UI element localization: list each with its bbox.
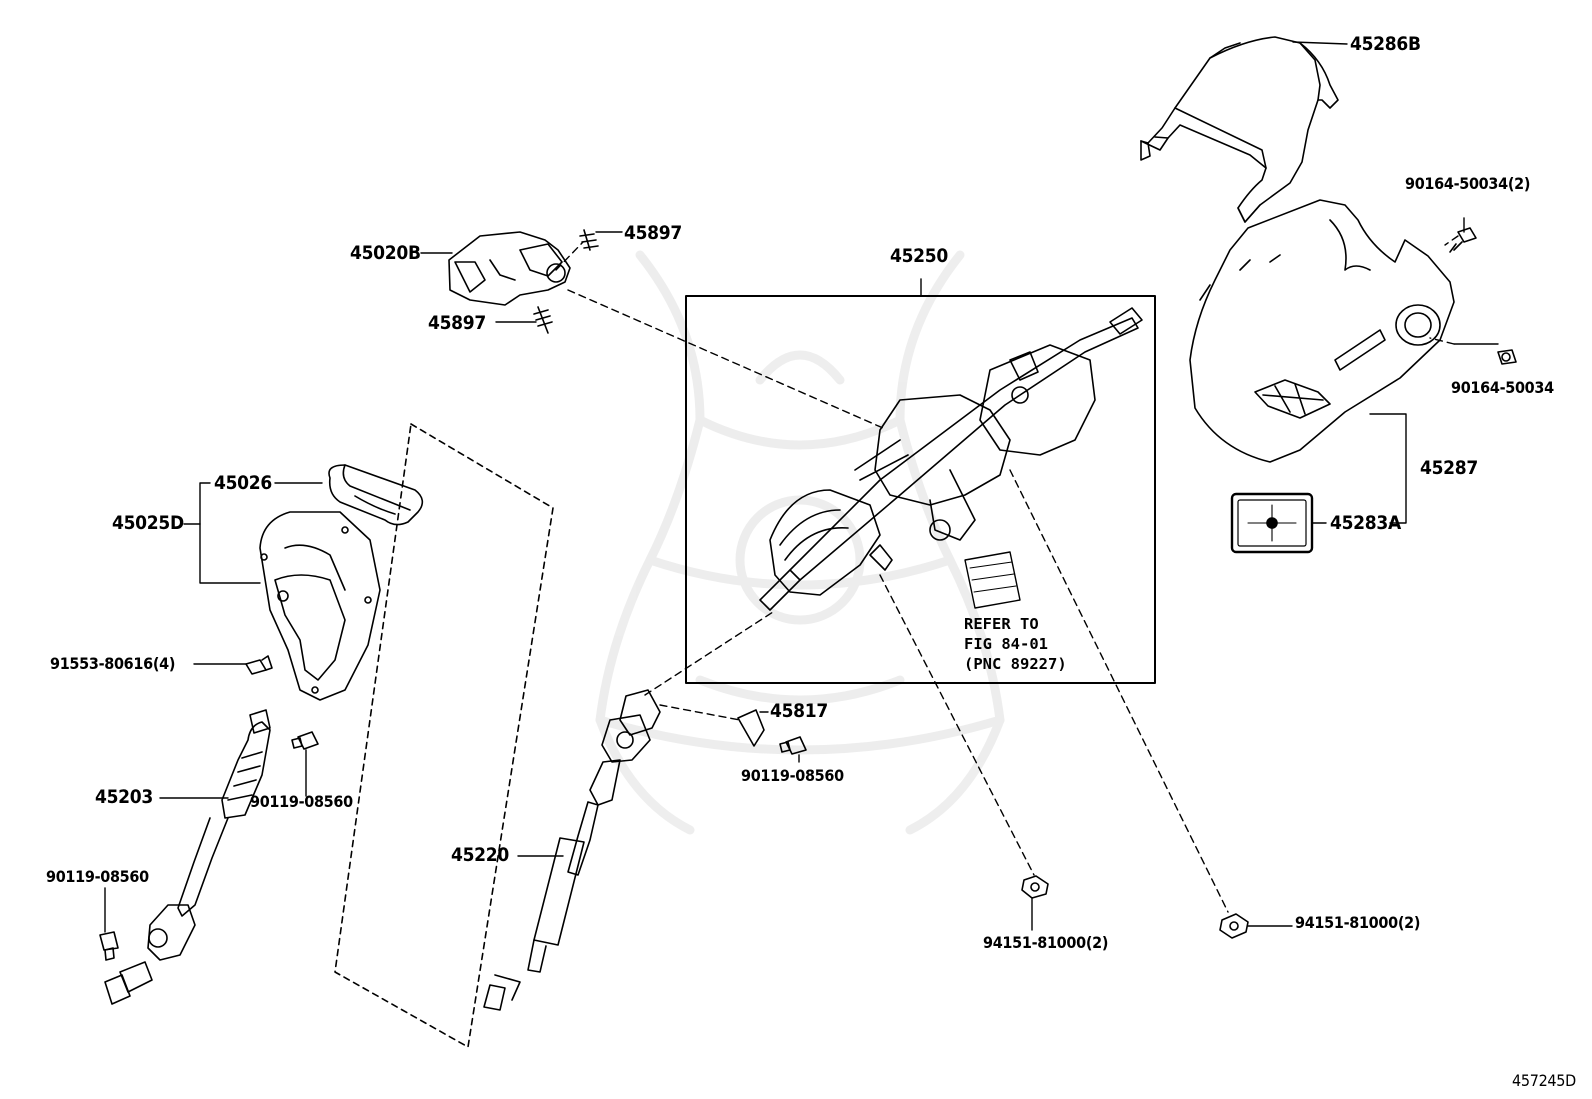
callout-94151-81000-2-right: 94151-81000(2) [1295, 913, 1421, 932]
callout-45220: 45220 [451, 844, 509, 866]
callout-45897-bottom: 45897 [428, 312, 486, 334]
leader-lines [104, 41, 1499, 933]
lock-housing-drawing [448, 231, 571, 306]
callout-45287: 45287 [1420, 457, 1478, 479]
callout-91553-80616-4: 91553-80616(4) [50, 654, 176, 673]
callout-90164-50034-2: 90164-50034(2) [1405, 174, 1531, 193]
dashed-assembly-lines [555, 235, 1459, 913]
clip-45817-drawing [737, 709, 765, 747]
callout-90164-50034: 90164-50034 [1451, 378, 1554, 397]
callout-45026: 45026 [214, 472, 272, 494]
screw-45897-top-drawing [579, 229, 599, 251]
upper-column-cover-drawing [1140, 36, 1339, 223]
callout-94151-81000-2-center: 94151-81000(2) [983, 933, 1109, 952]
callout-45897-top: 45897 [624, 222, 682, 244]
lower-column-cover-drawing [1189, 199, 1455, 463]
callout-45250: 45250 [890, 245, 948, 267]
reference-note: REFER TO FIG 84-01 (PNC 89227) [964, 615, 1067, 673]
diagram-code: 457245D [1512, 1071, 1576, 1090]
callout-45020B: 45020B [350, 242, 421, 264]
callout-45283A: 45283A [1330, 512, 1401, 534]
callout-45817: 45817 [770, 700, 828, 722]
bolt-90119-mid-drawing [291, 731, 319, 750]
screw-90164-drawing [1497, 349, 1517, 365]
intermediate-shaft-drawing [104, 709, 271, 1005]
column-hole-cover-drawing [259, 511, 381, 701]
label-plate-drawing [1230, 492, 1314, 554]
callout-90119-08560-left: 90119-08560 [46, 867, 149, 886]
dashed-boundary [334, 423, 554, 1048]
bolt-90119-right-drawing [779, 736, 807, 755]
nut-94151-center-drawing [1021, 875, 1049, 899]
bolt-91553-drawing [245, 655, 273, 675]
callout-90119-08560-right: 90119-08560 [741, 766, 844, 785]
nut-94151-right-drawing [1219, 913, 1249, 939]
callout-90119-08560-mid: 90119-08560 [250, 792, 353, 811]
hole-cover-seal-drawing [328, 464, 424, 526]
sliding-shaft-drawing [483, 689, 661, 1011]
screw-90164-2-drawing [1449, 227, 1477, 253]
bolt-90119-left-drawing [99, 931, 119, 961]
callout-45203: 45203 [95, 786, 153, 808]
callout-45286B: 45286B [1350, 33, 1421, 55]
screw-45897-bottom-drawing [533, 306, 553, 334]
callout-45025D: 45025D [112, 512, 184, 534]
